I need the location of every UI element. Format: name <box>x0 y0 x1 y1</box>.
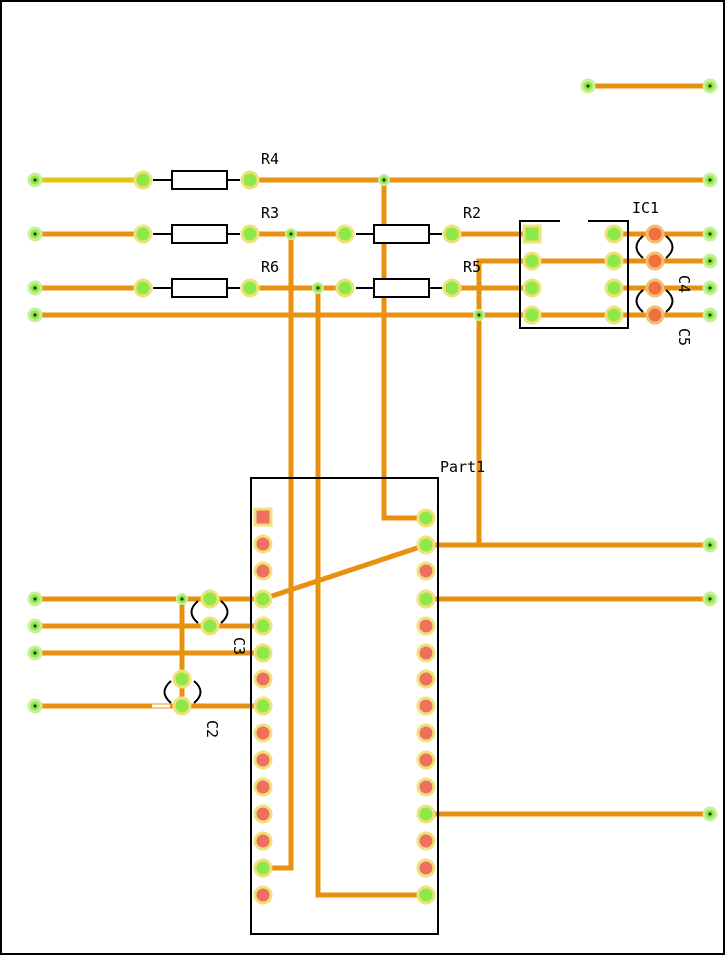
part1-pin <box>416 643 436 663</box>
part1-pin <box>416 696 436 716</box>
part1-pin <box>416 885 436 905</box>
part1-pin <box>253 804 273 824</box>
pad-group-part1-left <box>253 507 273 905</box>
pad <box>240 224 260 244</box>
part1-pin <box>253 723 273 743</box>
c4-bracket-right <box>665 235 674 259</box>
part1-outline <box>250 477 439 935</box>
part1-pin <box>416 589 436 609</box>
pad-group-right-edge <box>580 78 718 822</box>
label-r2: R2 <box>463 204 481 222</box>
part1-pin <box>416 561 436 581</box>
silkscreen-labels: R4 R3 R6 R2 R5 IC1 Part1 C4 C5 C3 C2 <box>203 150 693 738</box>
drill-holes <box>33 84 712 816</box>
pad <box>442 278 462 298</box>
pad <box>133 224 153 244</box>
ic1-pin-1 <box>522 224 542 244</box>
ic1-outline <box>519 220 629 329</box>
part1-pin <box>253 750 273 770</box>
ic1-pin-5 <box>604 305 624 325</box>
label-r3: R3 <box>261 204 279 222</box>
c2-bracket-left <box>163 680 172 704</box>
c3-bracket-right <box>220 600 229 624</box>
c4-pin-2 <box>645 251 665 271</box>
c2-bracket-right <box>193 680 202 704</box>
part1-pin <box>253 616 273 636</box>
c5-bracket-right <box>665 289 674 313</box>
pad <box>335 278 355 298</box>
pad <box>133 278 153 298</box>
label-c2: C2 <box>203 720 221 738</box>
part1-pin <box>253 885 273 905</box>
part1-pin <box>253 561 273 581</box>
pad-group-part1-right <box>416 508 436 905</box>
part1-pin <box>253 831 273 851</box>
pad <box>240 170 260 190</box>
ic1-pin-4 <box>522 305 542 325</box>
pad-group-left-edge <box>27 172 43 714</box>
component-outlines <box>152 170 674 935</box>
ic1-pin-3 <box>522 278 542 298</box>
c5-bracket-left <box>635 289 644 313</box>
copper-traces <box>32 83 713 898</box>
label-c5: C5 <box>675 328 693 346</box>
part1-pin <box>253 534 273 554</box>
part1-pin <box>416 669 436 689</box>
pad <box>133 170 153 190</box>
ic1-pin-2 <box>522 251 542 271</box>
ic1-pin-7 <box>604 251 624 271</box>
c3-pin-1 <box>200 589 220 609</box>
part1-pin <box>416 508 436 528</box>
c5-pin-2 <box>645 305 665 325</box>
part1-pin <box>253 696 273 716</box>
pad-group-c3-c2 <box>172 589 220 716</box>
part1-pin <box>253 643 273 663</box>
c2-pin-2 <box>172 696 192 716</box>
r6-body <box>171 278 228 298</box>
r5-body <box>373 278 430 298</box>
part1-pin <box>416 831 436 851</box>
r3-body <box>171 224 228 244</box>
pad-group-resistors <box>133 170 462 298</box>
c5-pin-1 <box>645 278 665 298</box>
part1-pin <box>416 535 436 555</box>
c3-pin-2 <box>200 616 220 636</box>
label-part1: Part1 <box>440 458 485 476</box>
ic1-pin-6 <box>604 278 624 298</box>
part1-pin <box>253 669 273 689</box>
part1-pin <box>253 777 273 797</box>
part1-pin <box>416 858 436 878</box>
label-c3: C3 <box>230 637 248 655</box>
trace-diagonal <box>259 541 430 603</box>
c2-pin-1 <box>172 669 192 689</box>
label-ic1: IC1 <box>632 199 659 217</box>
label-r6: R6 <box>261 258 279 276</box>
label-r5: R5 <box>463 258 481 276</box>
pads <box>27 78 718 905</box>
part1-pin <box>253 589 273 609</box>
part1-pin-1 <box>253 507 273 527</box>
c4-pin-1 <box>645 224 665 244</box>
part1-pin <box>253 858 273 878</box>
r2-body <box>373 224 430 244</box>
label-r4: R4 <box>261 150 279 168</box>
part1-pin <box>416 804 436 824</box>
ic1-pin-8 <box>604 224 624 244</box>
part1-pin <box>416 616 436 636</box>
pad <box>442 224 462 244</box>
part1-pin <box>416 777 436 797</box>
r4-body <box>171 170 228 190</box>
pad <box>335 224 355 244</box>
pad <box>240 278 260 298</box>
part1-pin <box>416 750 436 770</box>
pad-group-ic1 <box>522 224 624 325</box>
c4-bracket-left <box>635 235 644 259</box>
pad-group-c4-c5 <box>645 224 665 325</box>
c3-bracket-left <box>190 600 199 624</box>
part1-pin <box>416 723 436 743</box>
label-c4: C4 <box>675 275 693 293</box>
